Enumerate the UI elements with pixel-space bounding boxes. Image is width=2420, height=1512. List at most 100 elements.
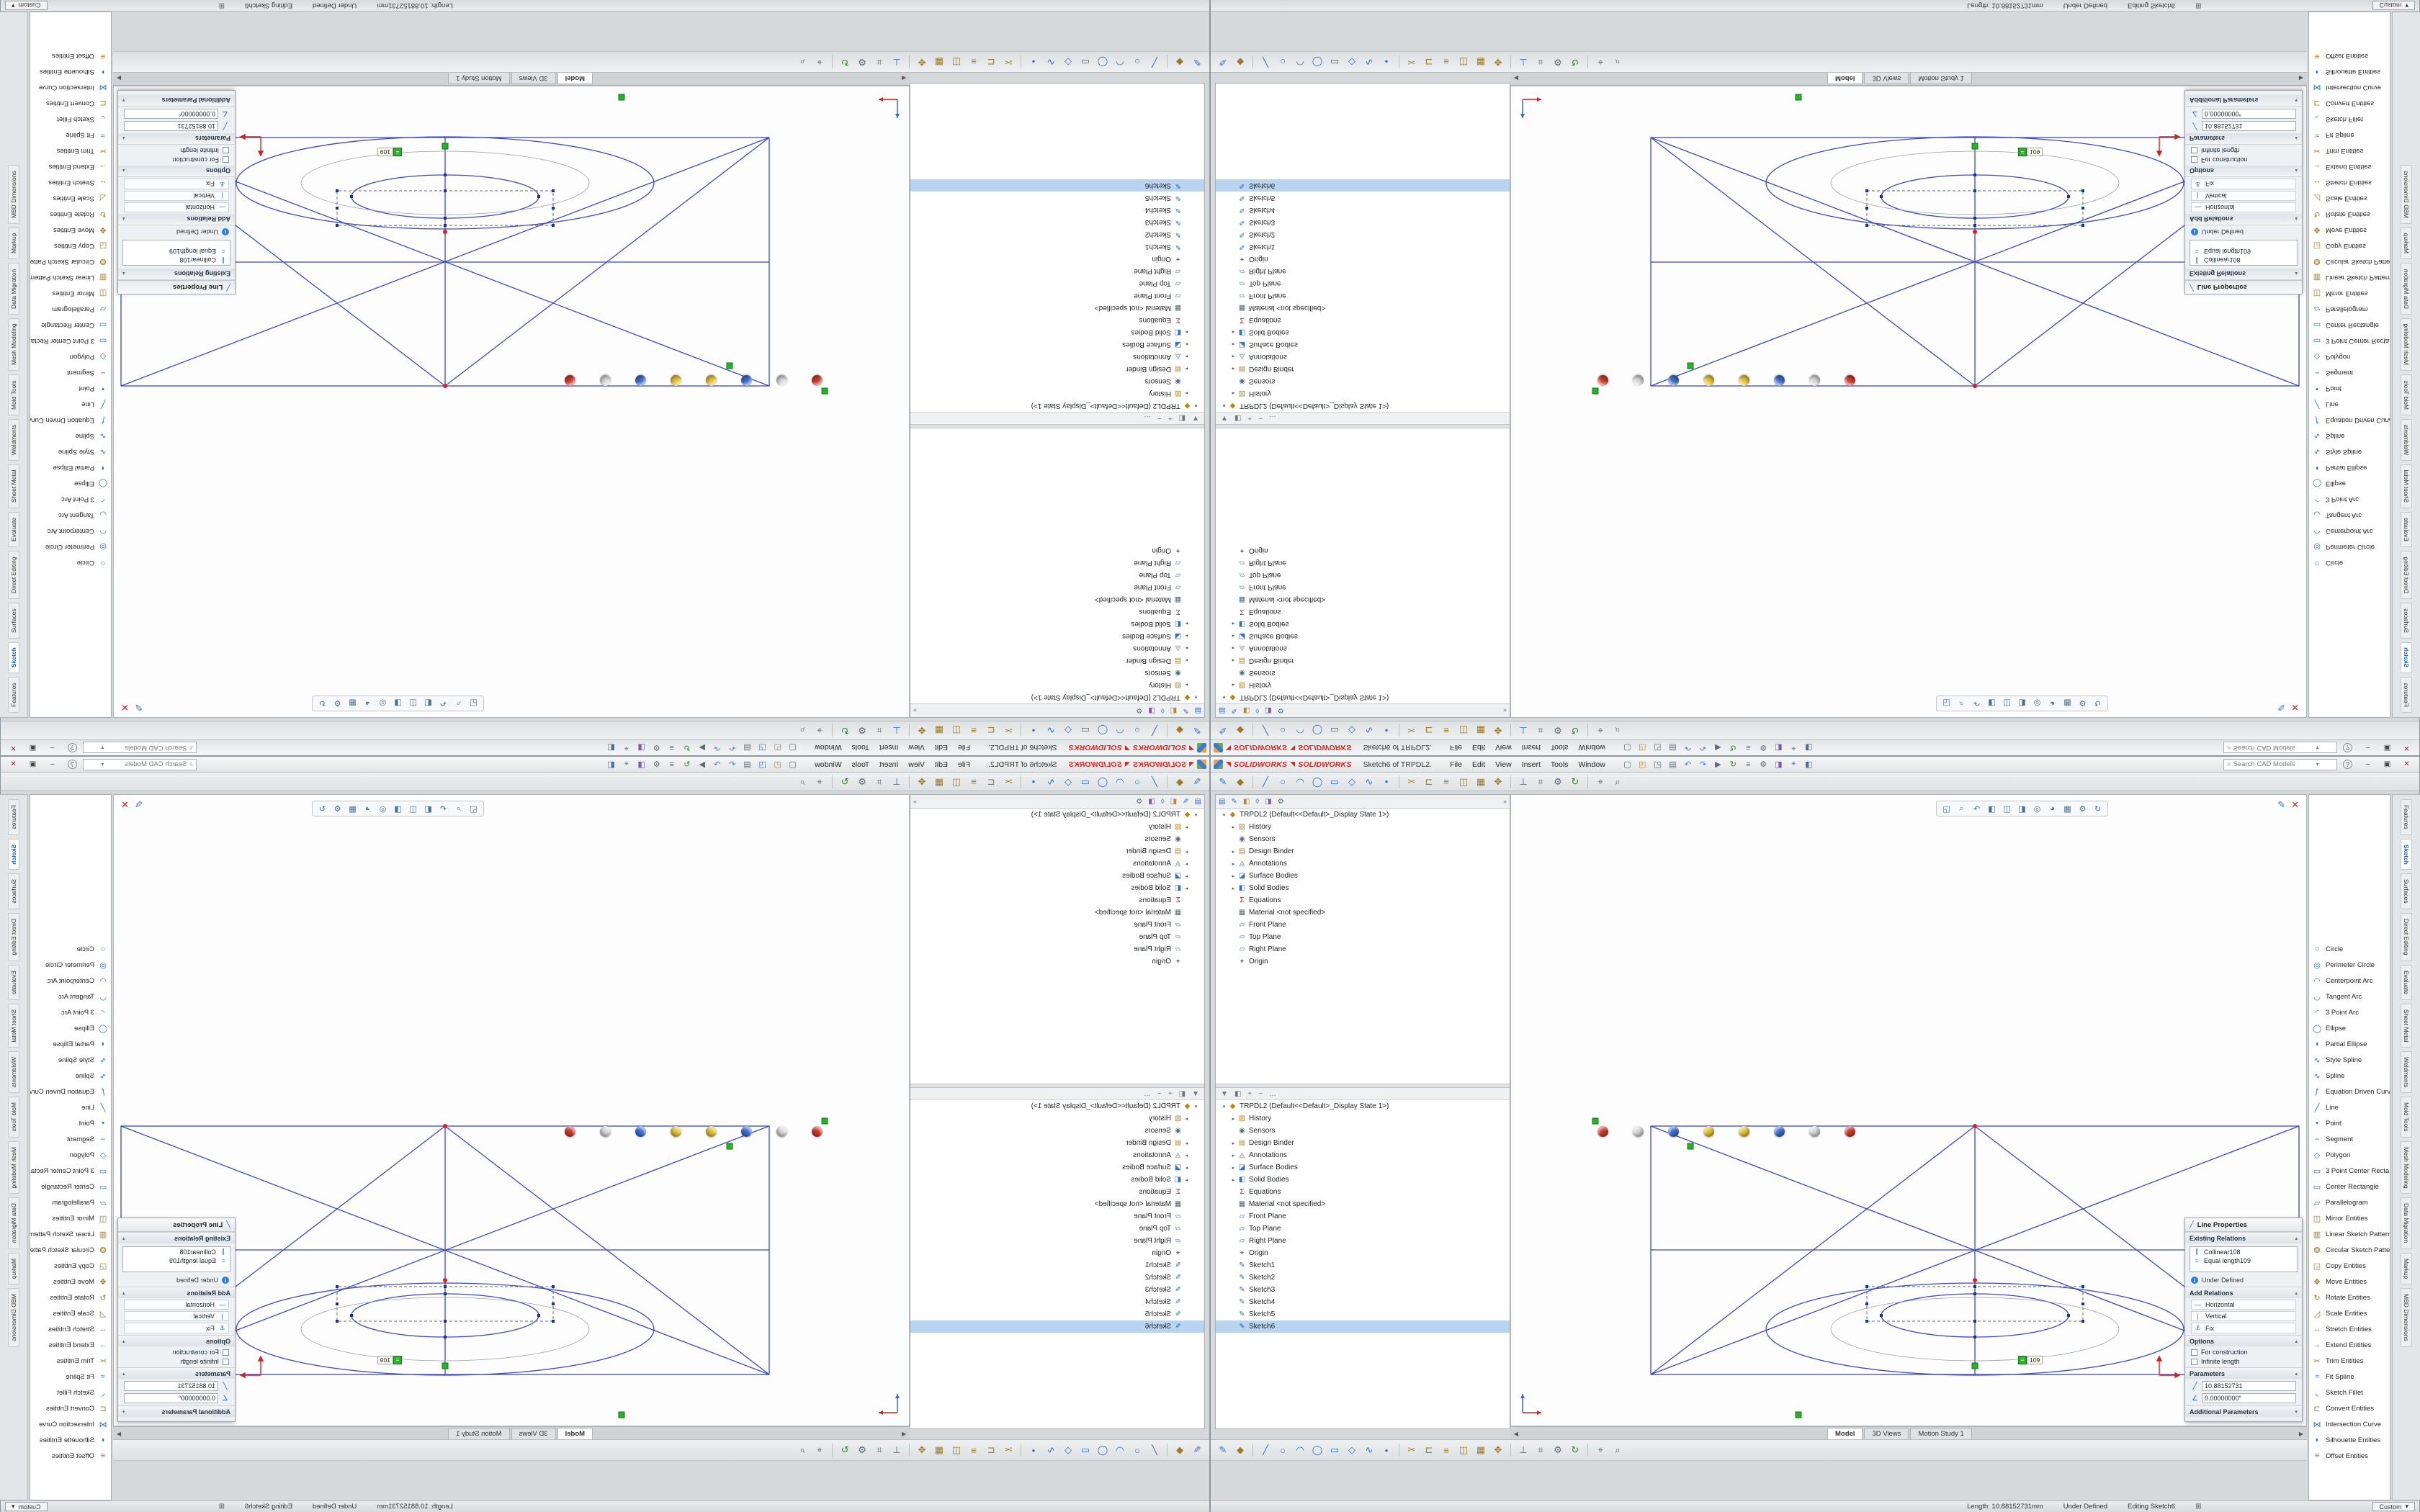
expander-icon[interactable]: ▸ [1232,633,1235,639]
tab-scroll-right-icon[interactable]: ▶ [2298,75,2304,82]
tree-item-sensors[interactable]: ◉Sensors [1216,833,1510,845]
expander-icon[interactable]: ▸ [1232,824,1235,830]
display-relations-icon[interactable]: ⊥ [892,775,901,787]
tree-item-solid-bodies[interactable]: ▸◧Solid Bodies [1216,882,1510,894]
open-document-icon[interactable]: ◰ [774,743,781,752]
add-relation-vertical-button[interactable]: |Vertical [2191,191,2296,201]
configurationmanager-tab-icon[interactable]: ◧ [1170,797,1178,806]
expander-icon[interactable]: ▾ [1222,812,1226,818]
tool-extend-entities[interactable]: →Extend Entities [2309,1337,2390,1353]
rebuild-model-icon[interactable]: ↻ [1571,1444,1579,1455]
cone-inner-ellipse[interactable] [1830,1297,2120,1362]
context-ball-blue-right[interactable] [635,375,646,386]
close-button[interactable]: ✕ [10,760,17,768]
tool-copy-entities[interactable]: ◲Copy Entities [2309,1258,2390,1274]
tool-linear-sketch-pattern[interactable]: ▥Linear Sketch Pattern [2309,1226,2390,1242]
minimize-button[interactable]: – [50,744,55,752]
tool-fit-spline[interactable]: ≈Fit Spline [30,1369,111,1385]
arc-tool-icon[interactable]: ◠ [1296,57,1304,68]
arc-tool-icon[interactable]: ◠ [1116,1444,1124,1455]
tool-intersection-curve[interactable]: ⋈Intersection Curve [30,1416,111,1432]
unit-system-selector[interactable]: Custom ▾ [5,1,48,10]
new-document-icon[interactable]: ▢ [1623,760,1631,769]
menu-window[interactable]: Window [815,743,842,752]
tool-convert-entities[interactable]: ⊏Convert Entities [30,96,111,112]
trim-entities-icon[interactable]: ✂ [1004,1444,1013,1455]
sketch-green-handles[interactable] [1592,94,1978,395]
rectangle-tool-icon[interactable]: ▭ [1330,1444,1340,1455]
side-tab-evaluate[interactable]: Evaluate [2401,512,2412,548]
tool-move-entities[interactable]: ✥Move Entities [30,222,111,238]
tree-item-sketch1[interactable]: ✎Sketch1 [1216,1259,1510,1272]
select-icon[interactable]: ▶ [1715,760,1721,769]
tool-3-point-center-recta[interactable]: ▭3 Point Center Recta... [30,333,111,349]
system-options-icon[interactable]: ⚙ [1554,775,1562,787]
side-tab-features[interactable]: Features [2401,799,2412,835]
zoom-fit-icon[interactable]: ◱ [1942,698,1950,708]
dimxpertmanager-tab-icon[interactable]: ◊ [1255,706,1260,715]
menu-file[interactable]: File [958,743,970,752]
tree-item-origin[interactable]: ⌖Origin [1216,955,1510,968]
context-ball-yellow-left[interactable] [706,1126,717,1137]
doc-tab-3d-views[interactable]: 3D Views [1864,73,1909,84]
point-tool-icon[interactable]: • [1384,776,1389,787]
tool-rotate-entities[interactable]: ↻Rotate Entities [30,1290,111,1305]
spline-tool-icon[interactable]: ∿ [1047,725,1055,737]
repair-sketch-icon[interactable]: ⌗ [1538,1444,1543,1455]
checkbox-infinite-length[interactable] [223,147,229,154]
tool-linear-sketch-pattern[interactable]: ▥Linear Sketch Pattern [2309,270,2390,286]
side-tab-weldments[interactable]: Weldments [8,418,19,461]
tool-sketch-fillet[interactable]: ◟Sketch Fillet [2309,1385,2390,1400]
rectangle-tool-icon[interactable]: ▭ [1080,57,1090,68]
tree-item-right-plane[interactable]: ▱Right Plane [910,557,1204,569]
exit-sketch-icon[interactable]: ✎ [1219,57,1227,68]
tree-item-sketch1[interactable]: ✎Sketch1 [910,240,1204,253]
close-button[interactable]: ✕ [2403,760,2410,768]
context-ball-red-left[interactable] [1597,375,1608,386]
menu-tools[interactable]: Tools [851,760,870,769]
offset-entities-icon[interactable]: ≡ [1443,725,1449,736]
tree-item-design-binder[interactable]: ▸▤Design Binder [1216,1137,1510,1149]
context-ball-blue-left[interactable] [1668,1126,1679,1137]
system-options-icon[interactable]: ⚙ [1554,725,1562,737]
edit-appearance-icon[interactable]: ◨ [1775,760,1783,769]
tree-item-history[interactable]: ▸▨History [910,679,1204,691]
expander-icon[interactable]: ▸ [1232,849,1235,855]
menu-insert[interactable]: Insert [1521,743,1541,752]
tool-center-rectangle[interactable]: ▭Center Rectangle [30,318,111,333]
tool-circular-sketch-pattern[interactable]: ❂Circular Sketch Pattern [30,1242,111,1258]
tool-tangent-arc[interactable]: ◡Tangent Arc [30,508,111,523]
cam-tab-icon[interactable]: ⚙ [1277,797,1284,806]
convert-entities-icon[interactable]: ⊏ [1425,1444,1433,1455]
point-tool-icon[interactable]: • [1031,56,1036,68]
expander-icon[interactable]: ▸ [1232,366,1235,372]
additional-parameters-section-header[interactable]: Additional Parameters ▾ [118,1405,235,1417]
print-icon[interactable]: ▤ [1669,760,1677,769]
expander-icon[interactable]: ▾ [1194,1104,1198,1110]
sketch-green-handles[interactable] [442,94,828,395]
context-ball-blue-left[interactable] [741,375,752,386]
dimxpertmanager-tab-icon[interactable]: ◊ [1160,706,1165,715]
side-tab-mold-tools[interactable]: Mold Tools [2401,374,2412,415]
option-for-construction[interactable]: For construction [124,156,229,163]
displaymanager-tab-icon[interactable]: ◨ [1148,797,1155,806]
ellipse-tool-icon[interactable]: ◯ [1312,1444,1323,1455]
spline-tool-icon[interactable]: ∿ [1047,1444,1055,1455]
repair-sketch-icon[interactable]: ⌗ [1538,775,1543,787]
tool-ellipse[interactable]: ◯Ellipse [2309,1020,2390,1036]
tree-item-history[interactable]: ▸▨History [910,387,1204,400]
sketch-point-handles[interactable] [1865,174,2084,227]
option-infinite-length[interactable]: Infinite length [124,1358,229,1365]
side-tab-sheet-metal[interactable]: Sheet Metal [2401,464,2412,509]
tool-partial-ellipse[interactable]: ◖Partial Ellipse [30,460,111,476]
add-relation-fix-button[interactable]: ⚓Fix [2191,1323,2296,1333]
tool-scale-entities[interactable]: ◿Scale Entities [30,1305,111,1321]
tabs-overflow-icon[interactable]: » [913,798,918,805]
context-ball-blue-left[interactable] [1668,375,1679,386]
tool-mirror-entities[interactable]: ◫Mirror Entities [30,286,111,302]
move-entities-icon[interactable]: ✥ [1494,775,1502,787]
